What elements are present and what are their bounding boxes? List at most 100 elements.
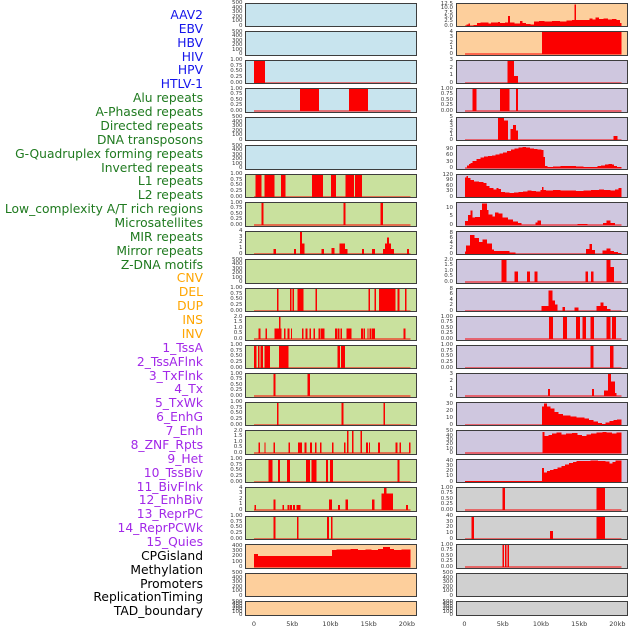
y-tick-label: 0.25 (230, 216, 243, 223)
track-bars (464, 488, 621, 511)
track-panel (245, 515, 417, 540)
x-axis-tick-label: 5kb (286, 619, 299, 628)
track-label: Promoters (140, 576, 203, 591)
track-panel (245, 344, 417, 369)
y-tick-label: 1.00 (230, 85, 243, 92)
y-tick-label: 10 (446, 529, 453, 536)
y-tick-label: 0.00 (440, 564, 453, 570)
y-tick-label: 0 (449, 307, 454, 314)
track-label: Methylation (130, 562, 203, 577)
track-panel (455, 487, 628, 512)
track-label: ReplicationTiming (93, 590, 203, 605)
track-panel (455, 316, 628, 341)
x-axis-tick-label: 15kb (571, 619, 588, 628)
y-tick-label: 1.00 (440, 313, 453, 320)
y-tick-label: 3 (239, 490, 243, 497)
y-tick-label: 20 (446, 407, 453, 414)
y-tick-label: 500 (232, 256, 243, 263)
y-tick-label: 300 (232, 265, 243, 272)
y-tick-label: 0.25 (230, 301, 243, 308)
y-tick-label: 3 (449, 370, 454, 377)
y-tick-label: 0 (449, 250, 454, 257)
y-tick-label: 1 (449, 45, 454, 52)
y-tick-label: 0.00 (230, 364, 243, 371)
y-tick-label: 1.00 (230, 199, 243, 206)
track-label: INV (181, 326, 203, 341)
y-tick-label: 1.00 (230, 456, 243, 462)
y-tick-label: 3 (449, 123, 454, 129)
y-tick-label: 1.00 (440, 342, 453, 348)
y-tick-label: 300 (232, 151, 243, 158)
y-tick-label: 20 (446, 468, 453, 475)
track-bars (254, 459, 411, 482)
y-tick-label: 4 (239, 484, 243, 491)
y-tick-label: 1.00 (230, 171, 243, 177)
track-bars (254, 431, 411, 454)
y-tick-label: 0.75 (230, 205, 243, 212)
y-tick-label: 0.75 (440, 319, 453, 326)
y-tick-label: 0.25 (230, 387, 243, 394)
y-tick-label: 0.25 (230, 102, 243, 109)
y-tick-label: 30 (446, 158, 453, 165)
track-bars (254, 89, 411, 112)
y-tick-label: 4 (449, 296, 454, 303)
track-label: TAD_boundary (113, 604, 203, 619)
y-tick-label: 500 (232, 114, 243, 120)
y-tick-label: 200 (232, 13, 243, 20)
y-tick-label: 0.75 (230, 376, 243, 383)
track-panel (245, 544, 417, 569)
track-panel (455, 430, 628, 455)
y-tick-label: 3 (449, 34, 454, 41)
x-axis-tick-label: 5kb (496, 619, 509, 628)
y-tick-label: 12.5 (440, 1, 453, 8)
track-panel (245, 373, 417, 398)
track-label: 12_EnhBiv (138, 493, 203, 508)
y-tick-label: 300 (232, 579, 243, 585)
track-bars (464, 32, 621, 55)
track-panel (455, 259, 628, 284)
y-tick-label: 300 (442, 603, 454, 610)
y-tick-label: 400 (232, 147, 243, 153)
y-tick-label: 100 (232, 558, 243, 565)
y-tick-label: 1.00 (440, 85, 453, 92)
track-bars (457, 602, 627, 615)
y-tick-label: 100 (232, 132, 243, 138)
y-tick-label: 0.75 (440, 347, 453, 354)
track-bars (254, 374, 411, 397)
y-tick-label: 0 (239, 22, 243, 29)
y-tick-label: 0 (449, 592, 454, 599)
y-tick-label: 100 (232, 274, 243, 281)
track-panel (245, 401, 417, 426)
track-bars (254, 288, 411, 311)
track-panel (245, 487, 417, 512)
track-panel (455, 173, 628, 198)
y-tick-label: 500 (442, 598, 454, 605)
y-tick-label: 0.0 (444, 279, 453, 285)
track-label: L2 repeats (137, 188, 203, 203)
y-tick-label: 0.75 (230, 518, 243, 525)
y-tick-label: 5.0 (444, 13, 453, 20)
track-bars (254, 203, 411, 226)
track-bars (246, 146, 416, 169)
track-panel (245, 173, 417, 198)
y-tick-label: 8 (449, 230, 454, 237)
y-tick-label: 1.5 (233, 319, 243, 326)
y-tick-label: 0 (239, 51, 243, 57)
track-panel (245, 116, 417, 141)
track-panel (455, 116, 628, 141)
y-tick-label: 0.75 (230, 404, 243, 411)
y-tick-label: 0 (239, 136, 243, 143)
track-label: HPV (177, 63, 203, 78)
y-tick-label: 200 (232, 127, 243, 134)
track-bars (464, 3, 621, 26)
y-tick-label: 2 (449, 302, 454, 309)
y-tick-label: 0.25 (230, 529, 243, 536)
track-bars (254, 345, 411, 368)
track-bars (254, 174, 411, 197)
y-tick-label: 10 (446, 445, 453, 452)
y-tick-label: 2.0 (444, 256, 453, 263)
y-tick-label: 5 (449, 114, 454, 120)
track-bars (254, 488, 411, 511)
y-tick-label: 40 (446, 432, 453, 439)
track-bars (464, 345, 621, 368)
